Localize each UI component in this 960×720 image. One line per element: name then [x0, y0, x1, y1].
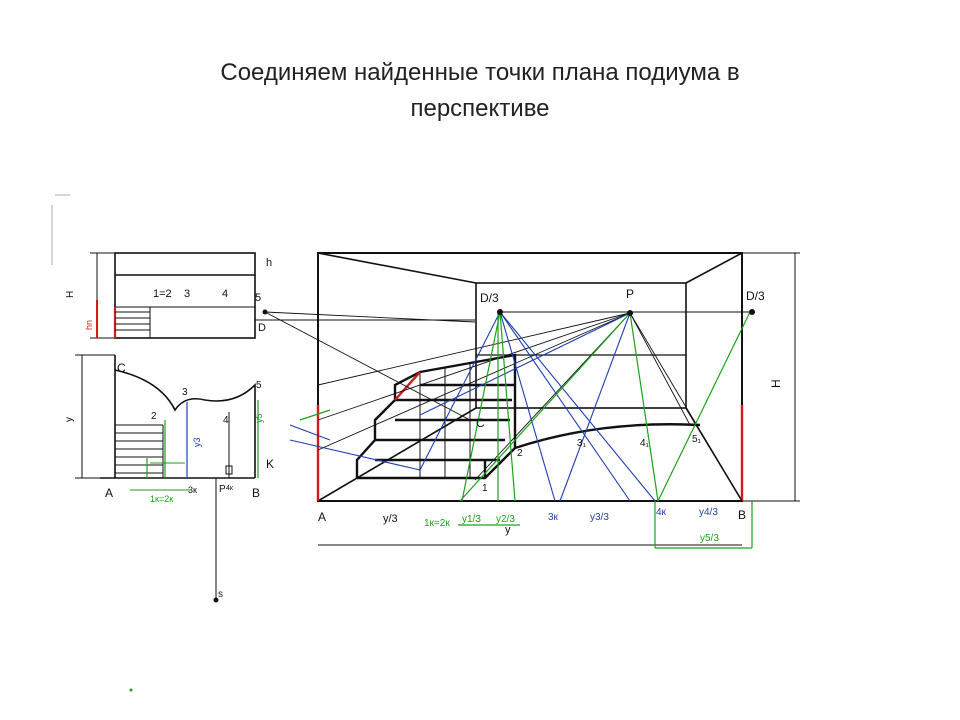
svg-text:1к=2к: 1к=2к: [424, 518, 450, 529]
svg-text:2: 2: [151, 411, 157, 422]
blue-construction-rays: [289, 311, 656, 502]
svg-text:4к: 4к: [656, 507, 667, 518]
svg-text:y1/3: y1/3: [462, 514, 481, 525]
slide-title-line-1: Соединяем найденные точки плана подиума …: [220, 59, 740, 86]
svg-text:y5: y5: [254, 413, 264, 423]
plan-view: [75, 354, 259, 600]
svg-text:C: C: [476, 416, 485, 430]
svg-text:y5/3: y5/3: [700, 533, 719, 544]
svg-text:3: 3: [184, 288, 190, 300]
facade-elevation: [90, 252, 475, 339]
svg-text:4: 4: [223, 415, 229, 426]
svg-text:y3: y3: [192, 437, 202, 447]
svg-text:hn: hn: [84, 320, 94, 330]
svg-text:1=2: 1=2: [153, 288, 172, 300]
svg-text:B: B: [738, 508, 746, 522]
svg-text:s: s: [218, 589, 223, 600]
svg-text:3к: 3к: [188, 485, 197, 495]
svg-text:y: y: [64, 417, 75, 422]
black-construction-rays: [264, 311, 755, 502]
svg-text:1: 1: [482, 483, 488, 494]
svg-text:y3/3: y3/3: [590, 512, 609, 523]
svg-text:H: H: [65, 291, 76, 298]
svg-text:D/3: D/3: [746, 289, 765, 303]
scan-artifacts: [51, 194, 133, 692]
green-construction-rays: [299, 311, 753, 549]
svg-text:C: C: [117, 361, 126, 375]
perspective-podium: [355, 353, 701, 480]
svg-text:2: 2: [517, 448, 523, 459]
svg-text:H: H: [769, 379, 783, 388]
slide-title: Соединяем найденные точки плана подиума …: [0, 55, 960, 127]
svg-text:P: P: [626, 287, 634, 301]
svg-text:P: P: [219, 484, 226, 495]
svg-text:3: 3: [182, 387, 188, 398]
svg-text:A: A: [105, 486, 113, 500]
svg-text:y/3: y/3: [383, 513, 398, 525]
perspective-labels: D/3 P D/3 H C 2 1 3₁ 4₁ 5₁ A B y/3 y 3к …: [318, 287, 783, 544]
slide-title-line-2: перспективе: [410, 95, 550, 122]
svg-text:3₁: 3₁: [577, 438, 587, 449]
podium-red-edges: [316, 371, 744, 501]
construction-points: [213, 309, 755, 603]
perspective-room: [317, 252, 800, 546]
svg-text:1к=2к: 1к=2к: [150, 494, 173, 504]
svg-text:y: y: [505, 524, 511, 536]
facade-labels: H 1=2 3 4 5 h D hn: [65, 257, 272, 334]
svg-text:y4/3: y4/3: [699, 507, 718, 518]
svg-text:K: K: [266, 457, 274, 471]
svg-text:5: 5: [255, 292, 261, 304]
svg-text:D/3: D/3: [480, 291, 499, 305]
svg-text:5: 5: [256, 380, 262, 391]
plan-labels: C 3 2 4 5 y A B K P 4к 3к s 1к=2к y5 y3: [64, 361, 274, 600]
svg-text:h: h: [266, 257, 272, 269]
svg-text:B: B: [252, 486, 260, 500]
svg-text:4к: 4к: [226, 485, 234, 492]
svg-text:3к: 3к: [548, 512, 559, 523]
svg-text:5₁: 5₁: [692, 434, 702, 445]
svg-text:4₁: 4₁: [640, 438, 650, 449]
svg-text:y2/3: y2/3: [496, 514, 515, 525]
svg-text:D: D: [258, 322, 266, 334]
svg-text:4: 4: [222, 288, 228, 300]
svg-text:A: A: [318, 510, 326, 524]
